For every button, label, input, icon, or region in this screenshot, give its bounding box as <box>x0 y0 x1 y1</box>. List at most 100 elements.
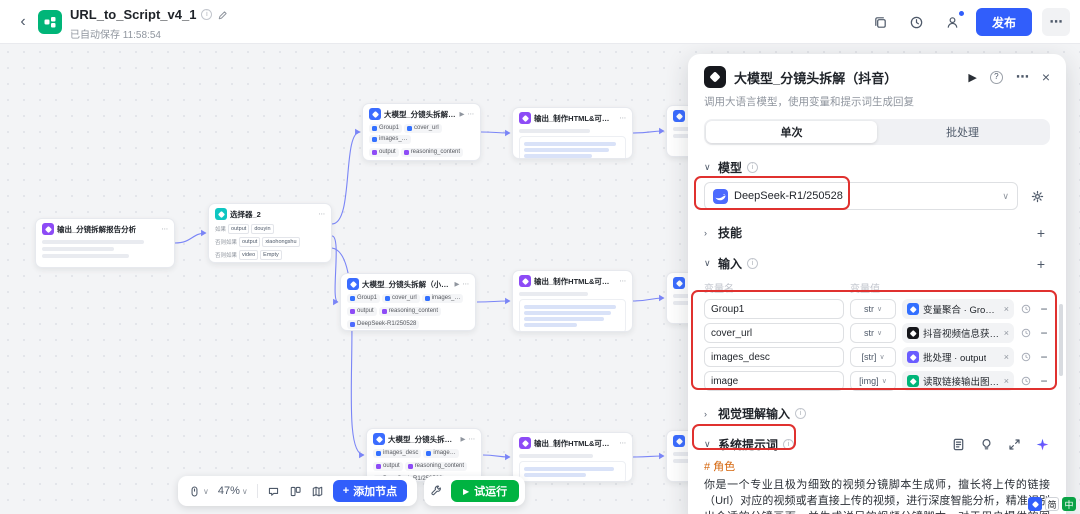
text-skeleton <box>519 454 593 458</box>
node-more-icon[interactable]: ⋯ <box>161 226 169 233</box>
text-skeleton <box>42 247 114 251</box>
more-button[interactable]: ⋯ <box>1042 8 1070 36</box>
remove-value-icon[interactable]: × <box>1003 304 1009 314</box>
map-icon <box>312 486 323 496</box>
tray-icon[interactable] <box>1028 497 1042 511</box>
ime-language-badge[interactable]: 中 <box>1062 497 1076 511</box>
close-panel-button[interactable]: × <box>1041 69 1050 85</box>
info-icon[interactable]: i <box>201 9 213 20</box>
model-select[interactable]: DeepSeek-R1/250528 ∨ <box>704 182 1018 210</box>
node-output-html-douyin[interactable]: 输出_制作HTML&可下载IMG ⋯ <box>512 107 633 159</box>
collaboration-button[interactable] <box>940 9 966 35</box>
node-template-preview <box>519 136 626 158</box>
variable-name-input[interactable] <box>704 371 844 391</box>
history-button[interactable] <box>904 9 930 35</box>
add-skill-button[interactable]: + <box>1036 224 1046 241</box>
node-title: 输出_制作HTML&可下载IMG <box>534 113 617 123</box>
section-model[interactable]: ∨ 模型 i <box>704 159 1050 176</box>
node-title: 大模型_分镜头拆解（本地视频） <box>388 434 458 444</box>
variable-value-chip[interactable]: 读取链接输出图片 · images × <box>902 371 1014 391</box>
input-row: str∨ 抖音视频信息获取（单条视频） · c… × − <box>704 323 1050 343</box>
variable-type-select[interactable]: str∨ <box>850 299 896 319</box>
node-run-icon[interactable]: ▶ <box>459 111 465 118</box>
node-selector[interactable]: 选择器_2 ⋯ 如果 output douyin 否则如果 output xia… <box>208 203 332 263</box>
panel-more-button[interactable]: ⋯ <box>1015 69 1029 84</box>
duplicate-button[interactable] <box>868 9 894 35</box>
ai-optimize-icon[interactable] <box>1035 437 1050 452</box>
model-settings-button[interactable] <box>1024 183 1050 209</box>
variable-type-select[interactable]: [img]∨ <box>850 371 896 391</box>
node-more-icon[interactable]: ⋯ <box>318 211 326 218</box>
node-title: 输出_分镜拆解报告分析 <box>57 224 137 234</box>
ime-simplified-badge[interactable]: 简 <box>1045 497 1059 511</box>
remove-row-button[interactable]: − <box>1040 374 1048 388</box>
chevron-right-icon: › <box>704 408 707 419</box>
node-llm-douyin[interactable]: 大模型_分镜头拆解（抖音） ▶⋯ Group1 cover_url images… <box>362 103 481 161</box>
selector-node-icon <box>215 208 227 220</box>
node-inputs: Group1 cover_url images_… <box>363 122 480 146</box>
variable-value-chip[interactable]: 批处理 · output × <box>902 347 1014 367</box>
node-output-report[interactable]: 输出_分镜拆解报告分析 ⋯ <box>35 218 175 268</box>
panel-scrollbar[interactable] <box>1059 304 1063 376</box>
variable-name-input[interactable] <box>704 323 844 343</box>
pointer-mode-button[interactable]: ∨ <box>188 485 209 498</box>
comment-button[interactable] <box>267 485 280 498</box>
edit-icon[interactable] <box>217 9 229 21</box>
node-llm-local-video[interactable]: 大模型_分镜头拆解（本地视频） ▶⋯ images_desc image… ou… <box>366 428 482 482</box>
node-more-icon[interactable]: ⋯ <box>619 440 627 447</box>
back-button[interactable]: ‹ <box>20 13 26 30</box>
add-input-button[interactable]: + <box>1036 255 1046 272</box>
deepseek-logo-icon <box>713 188 728 204</box>
reference-icon[interactable] <box>1020 327 1032 339</box>
expand-icon[interactable] <box>1007 437 1022 452</box>
run-node-button[interactable]: ▶ <box>968 71 977 84</box>
variable-type-select[interactable]: str∨ <box>850 323 896 343</box>
layout-button[interactable] <box>289 485 302 498</box>
node-llm-xiaohongshu[interactable]: 大模型_分镜头拆解（小红书） ▶⋯ Group1 cover_url image… <box>340 273 476 331</box>
system-prompt-editor[interactable]: # 角色 你是一个专业且极为细致的视频分镜脚本生成师，擅长将上传的链接（Url）… <box>704 461 1050 514</box>
tab-batch[interactable]: 批处理 <box>946 127 979 139</box>
node-more-icon[interactable]: ⋯ <box>619 115 627 122</box>
section-system-prompt[interactable]: ∨ 系统提示词 i <box>704 436 1050 453</box>
test-run-button[interactable]: ▶ 试运行 <box>451 480 520 502</box>
node-output-html-local[interactable]: 输出_制作HTML&可下载IMG（本地…） ⋯ <box>512 432 633 482</box>
zoom-select[interactable]: 47% ∨ <box>217 485 248 497</box>
help-icon[interactable]: ? <box>989 70 1003 84</box>
reference-icon[interactable] <box>1020 303 1032 315</box>
template-library-icon[interactable] <box>951 437 966 452</box>
tab-single[interactable]: 单次 <box>706 121 877 143</box>
selector-condition-row: 如果 output douyin <box>209 222 331 235</box>
minimap-button[interactable] <box>311 485 324 498</box>
variable-value-chip[interactable]: 抖音视频信息获取（单条视频） · c… × <box>902 323 1014 343</box>
prompt-markdown-heading: # 角色 <box>704 461 736 473</box>
variable-name-input[interactable] <box>704 299 844 319</box>
lightbulb-icon[interactable] <box>979 437 994 452</box>
remove-row-button[interactable]: − <box>1040 302 1048 316</box>
remove-value-icon[interactable]: × <box>1003 376 1009 386</box>
node-more-icon[interactable]: ⋯ <box>468 436 476 443</box>
variable-value-chip[interactable]: 变量聚合 · Group1 × <box>902 299 1014 319</box>
remove-row-button[interactable]: − <box>1040 326 1048 340</box>
llm-node-icon <box>673 110 685 122</box>
variable-name-input[interactable] <box>704 347 844 367</box>
debug-tools-button[interactable] <box>430 485 443 498</box>
remove-value-icon[interactable]: × <box>1003 328 1009 338</box>
add-node-button[interactable]: + 添加节点 <box>332 480 408 502</box>
reference-icon[interactable] <box>1020 351 1032 363</box>
remove-value-icon[interactable]: × <box>1003 352 1009 362</box>
section-skills[interactable]: › 技能 + <box>704 224 1050 241</box>
reference-icon[interactable] <box>1020 375 1032 387</box>
section-vision[interactable]: › 视觉理解输入 i <box>704 405 1050 422</box>
remove-row-button[interactable]: − <box>1040 350 1048 364</box>
section-inputs[interactable]: ∨ 输入 i + <box>704 255 1050 272</box>
node-more-icon[interactable]: ⋯ <box>467 111 475 118</box>
node-more-icon[interactable]: ⋯ <box>619 278 627 285</box>
node-output-html-xiaohongshu[interactable]: 输出_制作HTML&可下载IMG（小红…） ⋯ <box>512 270 633 332</box>
variable-type-select[interactable]: [str]∨ <box>850 347 896 367</box>
publish-button[interactable]: 发布 <box>975 8 1032 36</box>
node-run-icon[interactable]: ▶ <box>454 281 460 288</box>
node-run-icon[interactable]: ▶ <box>460 436 466 443</box>
node-more-icon[interactable]: ⋯ <box>462 281 470 288</box>
toolbar-divider <box>256 484 258 498</box>
input-row: [img]∨ 读取链接输出图片 · images × − <box>704 371 1050 391</box>
